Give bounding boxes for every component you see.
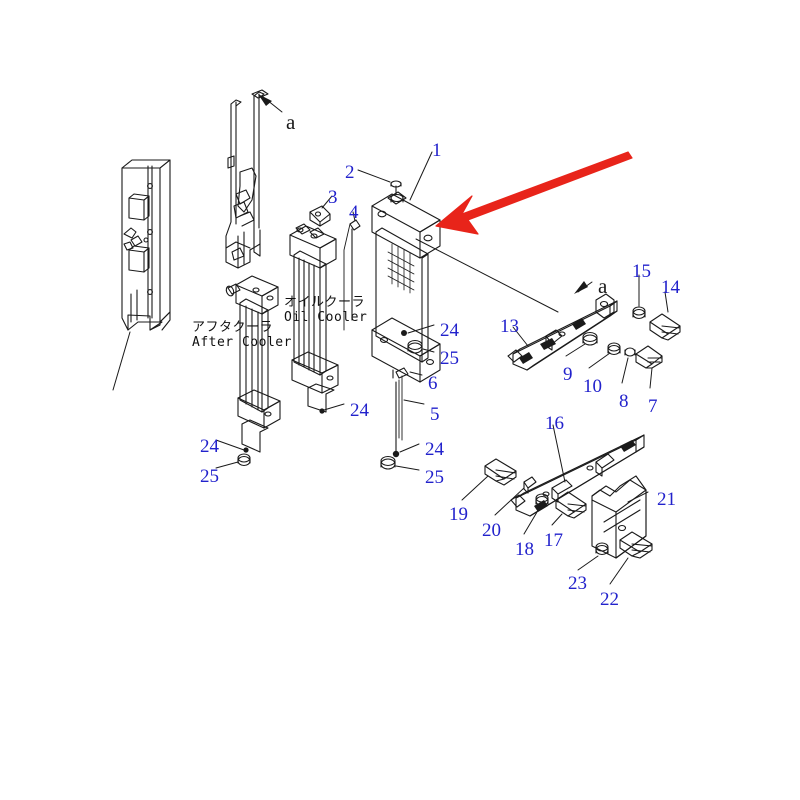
left-side-panel	[112, 159, 171, 391]
callout-1-radiator: 1	[432, 140, 442, 161]
callout-21-mount-plate: 21	[657, 489, 676, 510]
callout-2-cap: 2	[345, 162, 355, 183]
lower-bracket-assembly	[461, 424, 653, 585]
callout-25-upper-right-cushion: 25	[440, 348, 459, 369]
callout-9-mount: 9	[563, 364, 573, 385]
oil-cooler-unit	[289, 195, 361, 414]
upper-left-frame	[225, 89, 283, 269]
callout-24-lower-grommet: 24	[425, 439, 444, 460]
callout-20-washer: 20	[482, 520, 501, 541]
callout-6-clamp: 6	[428, 373, 438, 394]
detail-mark-a-right: a	[598, 274, 608, 298]
callout-3-bracket: 3	[328, 187, 338, 208]
callout-14-bolt: 14	[661, 277, 680, 298]
after-cooler-label-japanese: アフタクーラ	[192, 320, 274, 335]
callout-22-bolt: 22	[600, 589, 619, 610]
callout-19-bolt: 19	[449, 504, 468, 525]
callout-24-after-cooler-grommet: 24	[200, 436, 219, 457]
callout-24-oil-cooler-grommet: 24	[350, 400, 369, 421]
oil-cooler-label-english: Oil Cooler	[284, 310, 368, 326]
oil-cooler-label-japanese: オイルクーラ	[284, 295, 366, 310]
callout-7-bolt: 7	[648, 396, 658, 417]
callout-15-washer: 15	[632, 261, 651, 282]
callout-23-washer: 23	[568, 573, 587, 594]
callout-18-washer: 18	[515, 539, 534, 560]
after-cooler-unit	[215, 275, 281, 469]
callout-13-support-bar: 13	[500, 316, 519, 337]
callout-8-washer: 8	[619, 391, 629, 412]
after-cooler-label-english: After Cooler	[192, 335, 292, 351]
callout-25-after-cooler-cushion: 25	[200, 466, 219, 487]
red-highlight-arrow	[435, 151, 633, 235]
detail-mark-a-upper-left: a	[286, 110, 296, 134]
section-label-after-cooler: アフタクーラ After Cooler	[192, 320, 292, 351]
section-label-oil-cooler: オイルクーラ Oil Cooler	[284, 295, 367, 326]
callout-4-clip: 4	[349, 202, 359, 223]
upper-support-bar	[507, 274, 681, 389]
callout-17-bolt: 17	[544, 530, 563, 551]
callout-24-upper-right-grommet: 24	[440, 320, 459, 341]
callout-5-rod: 5	[430, 404, 440, 425]
callout-10-nut: 10	[583, 376, 602, 397]
callout-25-lower-cushion: 25	[425, 467, 444, 488]
callout-16-lower-bracket: 16	[545, 413, 564, 434]
radiator-unit	[357, 151, 559, 471]
